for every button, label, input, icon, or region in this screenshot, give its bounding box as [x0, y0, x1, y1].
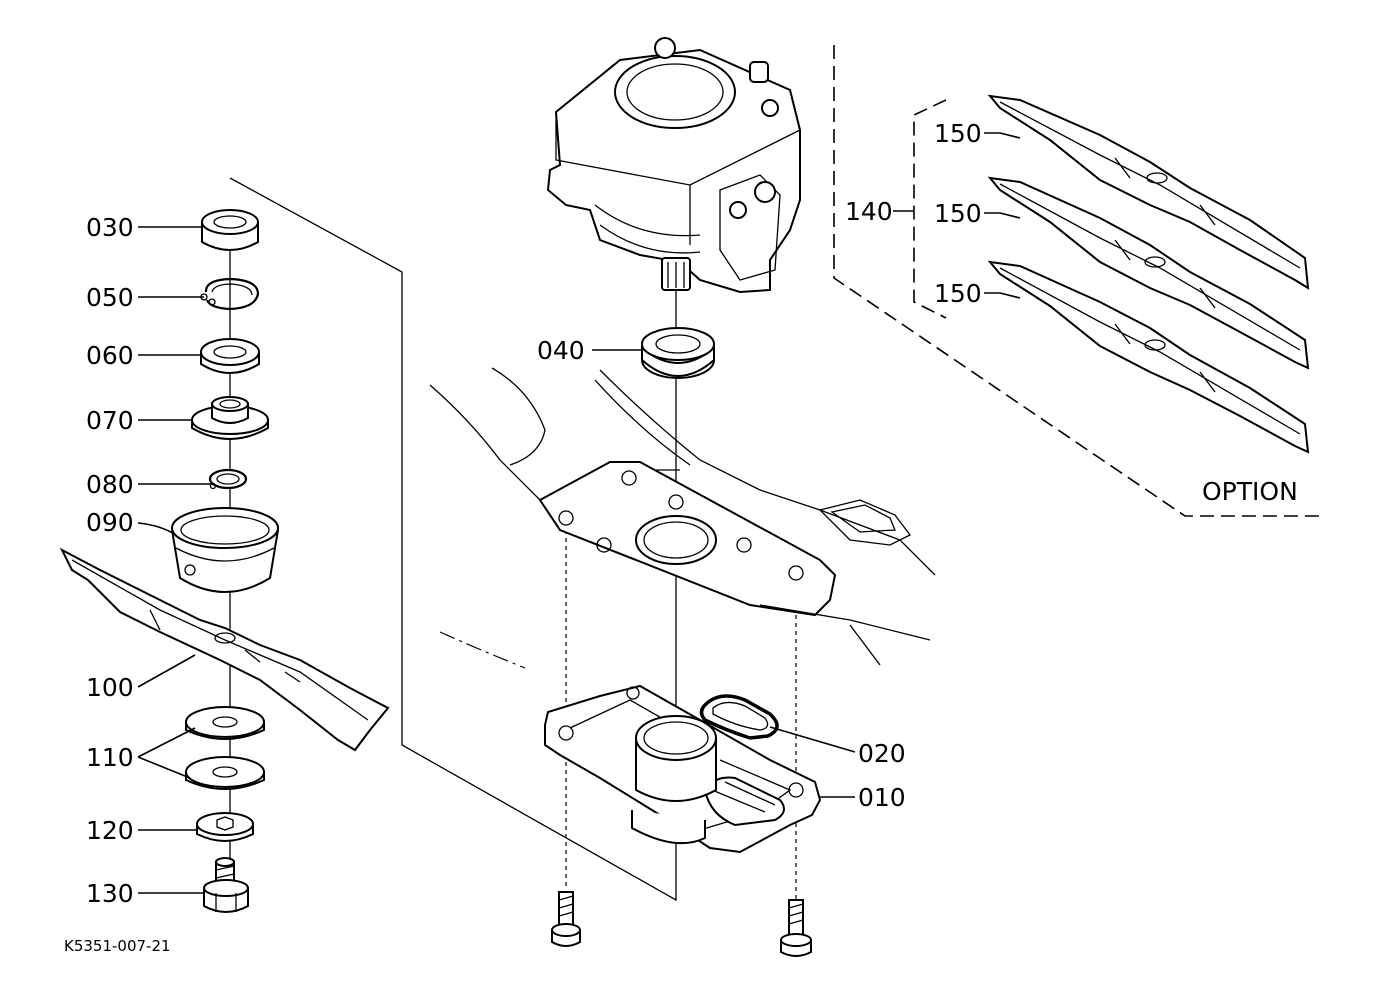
option-label: OPTION	[1202, 477, 1298, 506]
label-010: 010	[858, 783, 906, 812]
mower-deck	[429, 367, 936, 669]
part-010-housing	[544, 684, 822, 854]
label-050: 050	[86, 283, 134, 312]
part-090-cup	[171, 507, 279, 593]
option-blade-3	[987, 260, 1310, 454]
part-030-bearing	[201, 209, 259, 251]
label-040: 040	[537, 336, 585, 365]
part-120-hex-washer	[196, 812, 254, 842]
label-070: 070	[86, 406, 134, 435]
label-150-b: 150	[934, 199, 982, 228]
option-boundary	[833, 45, 1320, 517]
label-150-c: 150	[934, 279, 982, 308]
leader-150b	[984, 212, 1021, 219]
part-130-bolt	[203, 857, 249, 913]
label-030: 030	[86, 213, 134, 242]
part-100-blade	[59, 547, 390, 752]
part-020-o-ring	[699, 694, 779, 740]
leader-150c	[984, 292, 1021, 299]
leader-100	[137, 654, 196, 688]
label-130: 130	[86, 879, 134, 908]
option-blade-2	[987, 176, 1310, 370]
right-bolt	[780, 899, 812, 957]
leader-110	[137, 727, 196, 779]
part-110-washer-lower	[185, 756, 265, 790]
gearbox	[546, 37, 801, 294]
part-080-snap-ring	[208, 468, 248, 490]
part-070-collar	[191, 396, 269, 440]
leader-020	[769, 726, 856, 753]
label-080: 080	[86, 470, 134, 499]
assembly-bracket-line	[229, 177, 677, 902]
part-110-washer-upper	[185, 706, 265, 740]
label-120: 120	[86, 816, 134, 845]
label-090: 090	[86, 508, 134, 537]
drawing-id: K5351-007-21	[64, 937, 171, 955]
part-060-seal	[200, 338, 260, 374]
label-150-a: 150	[934, 119, 982, 148]
label-100: 100	[86, 673, 134, 702]
label-060: 060	[86, 341, 134, 370]
part-040-seal	[641, 327, 715, 379]
leader-150a	[984, 132, 1021, 139]
label-110: 110	[86, 743, 134, 772]
part-050-snap-ring	[200, 277, 260, 311]
option-blade-1	[987, 94, 1310, 290]
left-bolt	[551, 891, 581, 947]
option-set-bracket	[913, 99, 947, 319]
label-140: 140	[845, 197, 893, 226]
label-020: 020	[858, 739, 906, 768]
leader-090	[137, 522, 177, 536]
